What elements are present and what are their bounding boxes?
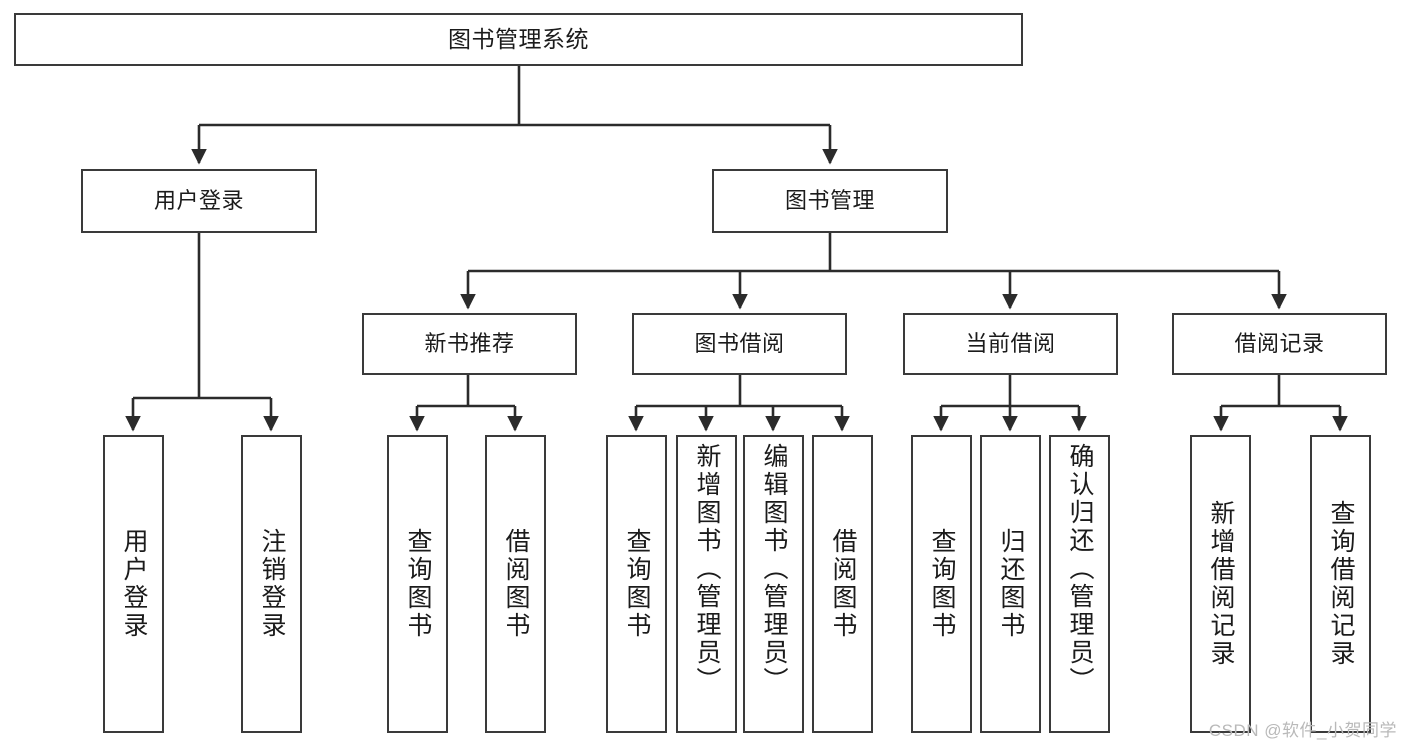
node-current-borrow[interactable]: 当前借阅 xyxy=(903,313,1118,375)
node-label: 新增借阅记录 xyxy=(1207,500,1235,668)
leaf-add-book-admin[interactable]: 新增图书（管理员） xyxy=(676,435,737,733)
leaf-add-borrow-record[interactable]: 新增借阅记录 xyxy=(1190,435,1251,733)
node-label: 图书借阅 xyxy=(694,331,785,357)
node-label: 归还图书 xyxy=(997,528,1025,640)
leaf-return-book[interactable]: 归还图书 xyxy=(980,435,1041,733)
node-label: 新书推荐 xyxy=(424,331,515,357)
leaf-query-book-current[interactable]: 查询图书 xyxy=(911,435,972,733)
node-root-book-management-system[interactable]: 图书管理系统 xyxy=(14,13,1023,66)
node-label: 当前借阅 xyxy=(965,331,1056,357)
leaf-borrow-book-new-rec[interactable]: 借阅图书 xyxy=(485,435,546,733)
node-book-borrow[interactable]: 图书借阅 xyxy=(632,313,847,375)
node-label: 借阅图书 xyxy=(502,528,530,640)
node-label: 借阅记录 xyxy=(1234,331,1325,357)
leaf-borrow-book[interactable]: 借阅图书 xyxy=(812,435,873,733)
node-borrow-record[interactable]: 借阅记录 xyxy=(1172,313,1387,375)
node-label: 查询图书 xyxy=(623,528,651,640)
node-label: 图书管理系统 xyxy=(448,26,589,53)
leaf-edit-book-admin[interactable]: 编辑图书（管理员） xyxy=(743,435,804,733)
node-label: 用户登录 xyxy=(120,528,148,640)
leaf-query-book-new-rec[interactable]: 查询图书 xyxy=(387,435,448,733)
leaf-query-book-borrow[interactable]: 查询图书 xyxy=(606,435,667,733)
watermark: CSDN @软件_小贺同学 xyxy=(1208,721,1397,740)
node-user-login[interactable]: 用户登录 xyxy=(81,169,317,233)
node-label: 图书管理 xyxy=(784,188,875,214)
node-label: 借阅图书 xyxy=(829,528,857,640)
node-label: 查询图书 xyxy=(404,528,432,640)
node-label: 查询图书 xyxy=(928,528,956,640)
node-book-management[interactable]: 图书管理 xyxy=(712,169,948,233)
node-label: 用户登录 xyxy=(153,188,244,214)
leaf-confirm-return-admin[interactable]: 确认归还（管理员） xyxy=(1049,435,1110,733)
leaf-logout[interactable]: 注销登录 xyxy=(241,435,302,733)
node-label: 查询借阅记录 xyxy=(1327,500,1355,668)
leaf-query-borrow-record[interactable]: 查询借阅记录 xyxy=(1310,435,1371,733)
node-label: 编辑图书（管理员） xyxy=(760,443,788,695)
node-label: 新增图书（管理员） xyxy=(693,443,721,695)
leaf-user-login[interactable]: 用户登录 xyxy=(103,435,164,733)
node-label: 确认归还（管理员） xyxy=(1066,443,1094,695)
node-label: 注销登录 xyxy=(258,528,286,640)
node-new-book-recommend[interactable]: 新书推荐 xyxy=(362,313,577,375)
